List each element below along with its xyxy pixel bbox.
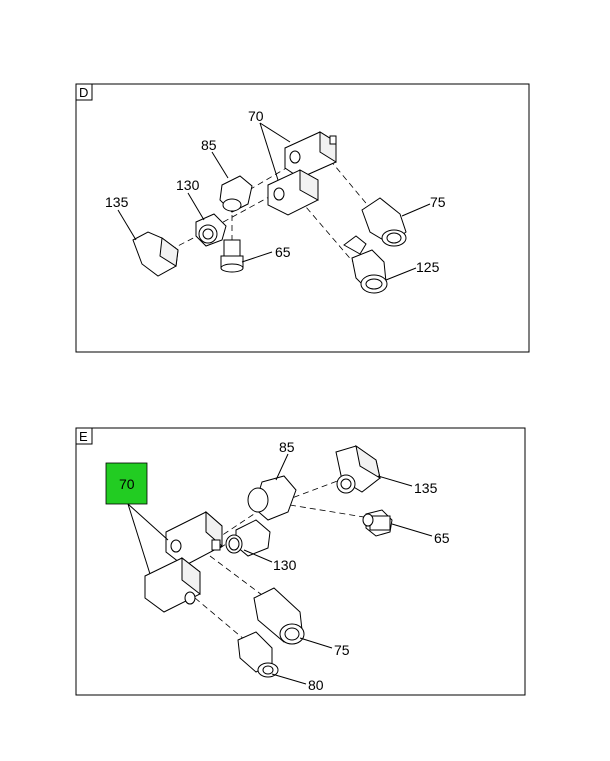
leader-line-135 xyxy=(377,475,413,487)
panel-d: D xyxy=(75,83,530,353)
assembly-line xyxy=(289,504,371,519)
assembly-line xyxy=(194,597,246,641)
part-135-elbow[interactable] xyxy=(335,444,381,494)
panel-e: E xyxy=(75,427,526,696)
part-70-block-lower[interactable] xyxy=(144,556,201,613)
callout-135: 135 xyxy=(414,480,438,496)
part-85-elbow[interactable] xyxy=(247,475,297,521)
part-135-elbow[interactable] xyxy=(132,231,179,277)
panel-d-letter: D xyxy=(79,85,88,100)
callout-80: 80 xyxy=(308,677,324,693)
part-130-fitting[interactable] xyxy=(225,519,271,557)
callout-135: 135 xyxy=(105,194,129,210)
callout-65: 65 xyxy=(434,530,450,546)
leader-line-130 xyxy=(187,192,205,221)
part-70-block-lower[interactable] xyxy=(267,169,319,216)
leader-line-80 xyxy=(271,673,307,685)
callout-125: 125 xyxy=(416,259,440,275)
leader-line-75 xyxy=(401,203,431,217)
leader-line-70a xyxy=(259,122,291,143)
callout-70: 70 xyxy=(248,108,264,124)
part-65-fitting[interactable] xyxy=(362,509,393,537)
part-65-fitting[interactable] xyxy=(220,239,244,273)
leader-line-75 xyxy=(299,637,333,649)
callout-85: 85 xyxy=(201,137,217,153)
callout-70-highlight-box[interactable] xyxy=(105,462,148,505)
leader-line-85 xyxy=(275,453,289,481)
panel-e-frame xyxy=(75,427,526,696)
panel-d-frame xyxy=(75,83,530,353)
callout-130: 130 xyxy=(273,557,297,573)
part-75-fitting[interactable] xyxy=(361,197,407,247)
part-80-fitting[interactable] xyxy=(237,631,279,678)
leader-line-70b xyxy=(127,503,151,575)
leader-line-135 xyxy=(117,209,137,241)
callout-130: 130 xyxy=(176,177,200,193)
part-130-fitting[interactable] xyxy=(195,213,227,247)
leader-line-70b xyxy=(259,122,279,181)
leader-line-85 xyxy=(211,151,229,179)
part-75-fitting[interactable] xyxy=(253,587,305,645)
part-125-elbow[interactable] xyxy=(343,235,388,294)
part-70-block-upper[interactable] xyxy=(284,131,337,179)
callout-70: 70 xyxy=(119,476,135,492)
part-70-block-upper[interactable] xyxy=(165,510,223,567)
callout-75: 75 xyxy=(430,194,446,210)
panel-d-letter-box xyxy=(75,83,93,101)
leader-line-125 xyxy=(385,267,417,281)
callout-85: 85 xyxy=(279,439,295,455)
leader-line-130 xyxy=(243,549,273,563)
callout-75: 75 xyxy=(334,642,350,658)
part-85-elbow[interactable] xyxy=(219,175,253,213)
assembly-line xyxy=(209,555,263,596)
assembly-line xyxy=(299,199,361,271)
panel-e-letter-box xyxy=(75,427,93,445)
leader-line-65 xyxy=(391,523,433,537)
panel-e-letter: E xyxy=(79,429,88,444)
leader-line-65 xyxy=(241,251,273,263)
leader-line-70a xyxy=(127,503,169,541)
callout-65: 65 xyxy=(275,244,291,260)
